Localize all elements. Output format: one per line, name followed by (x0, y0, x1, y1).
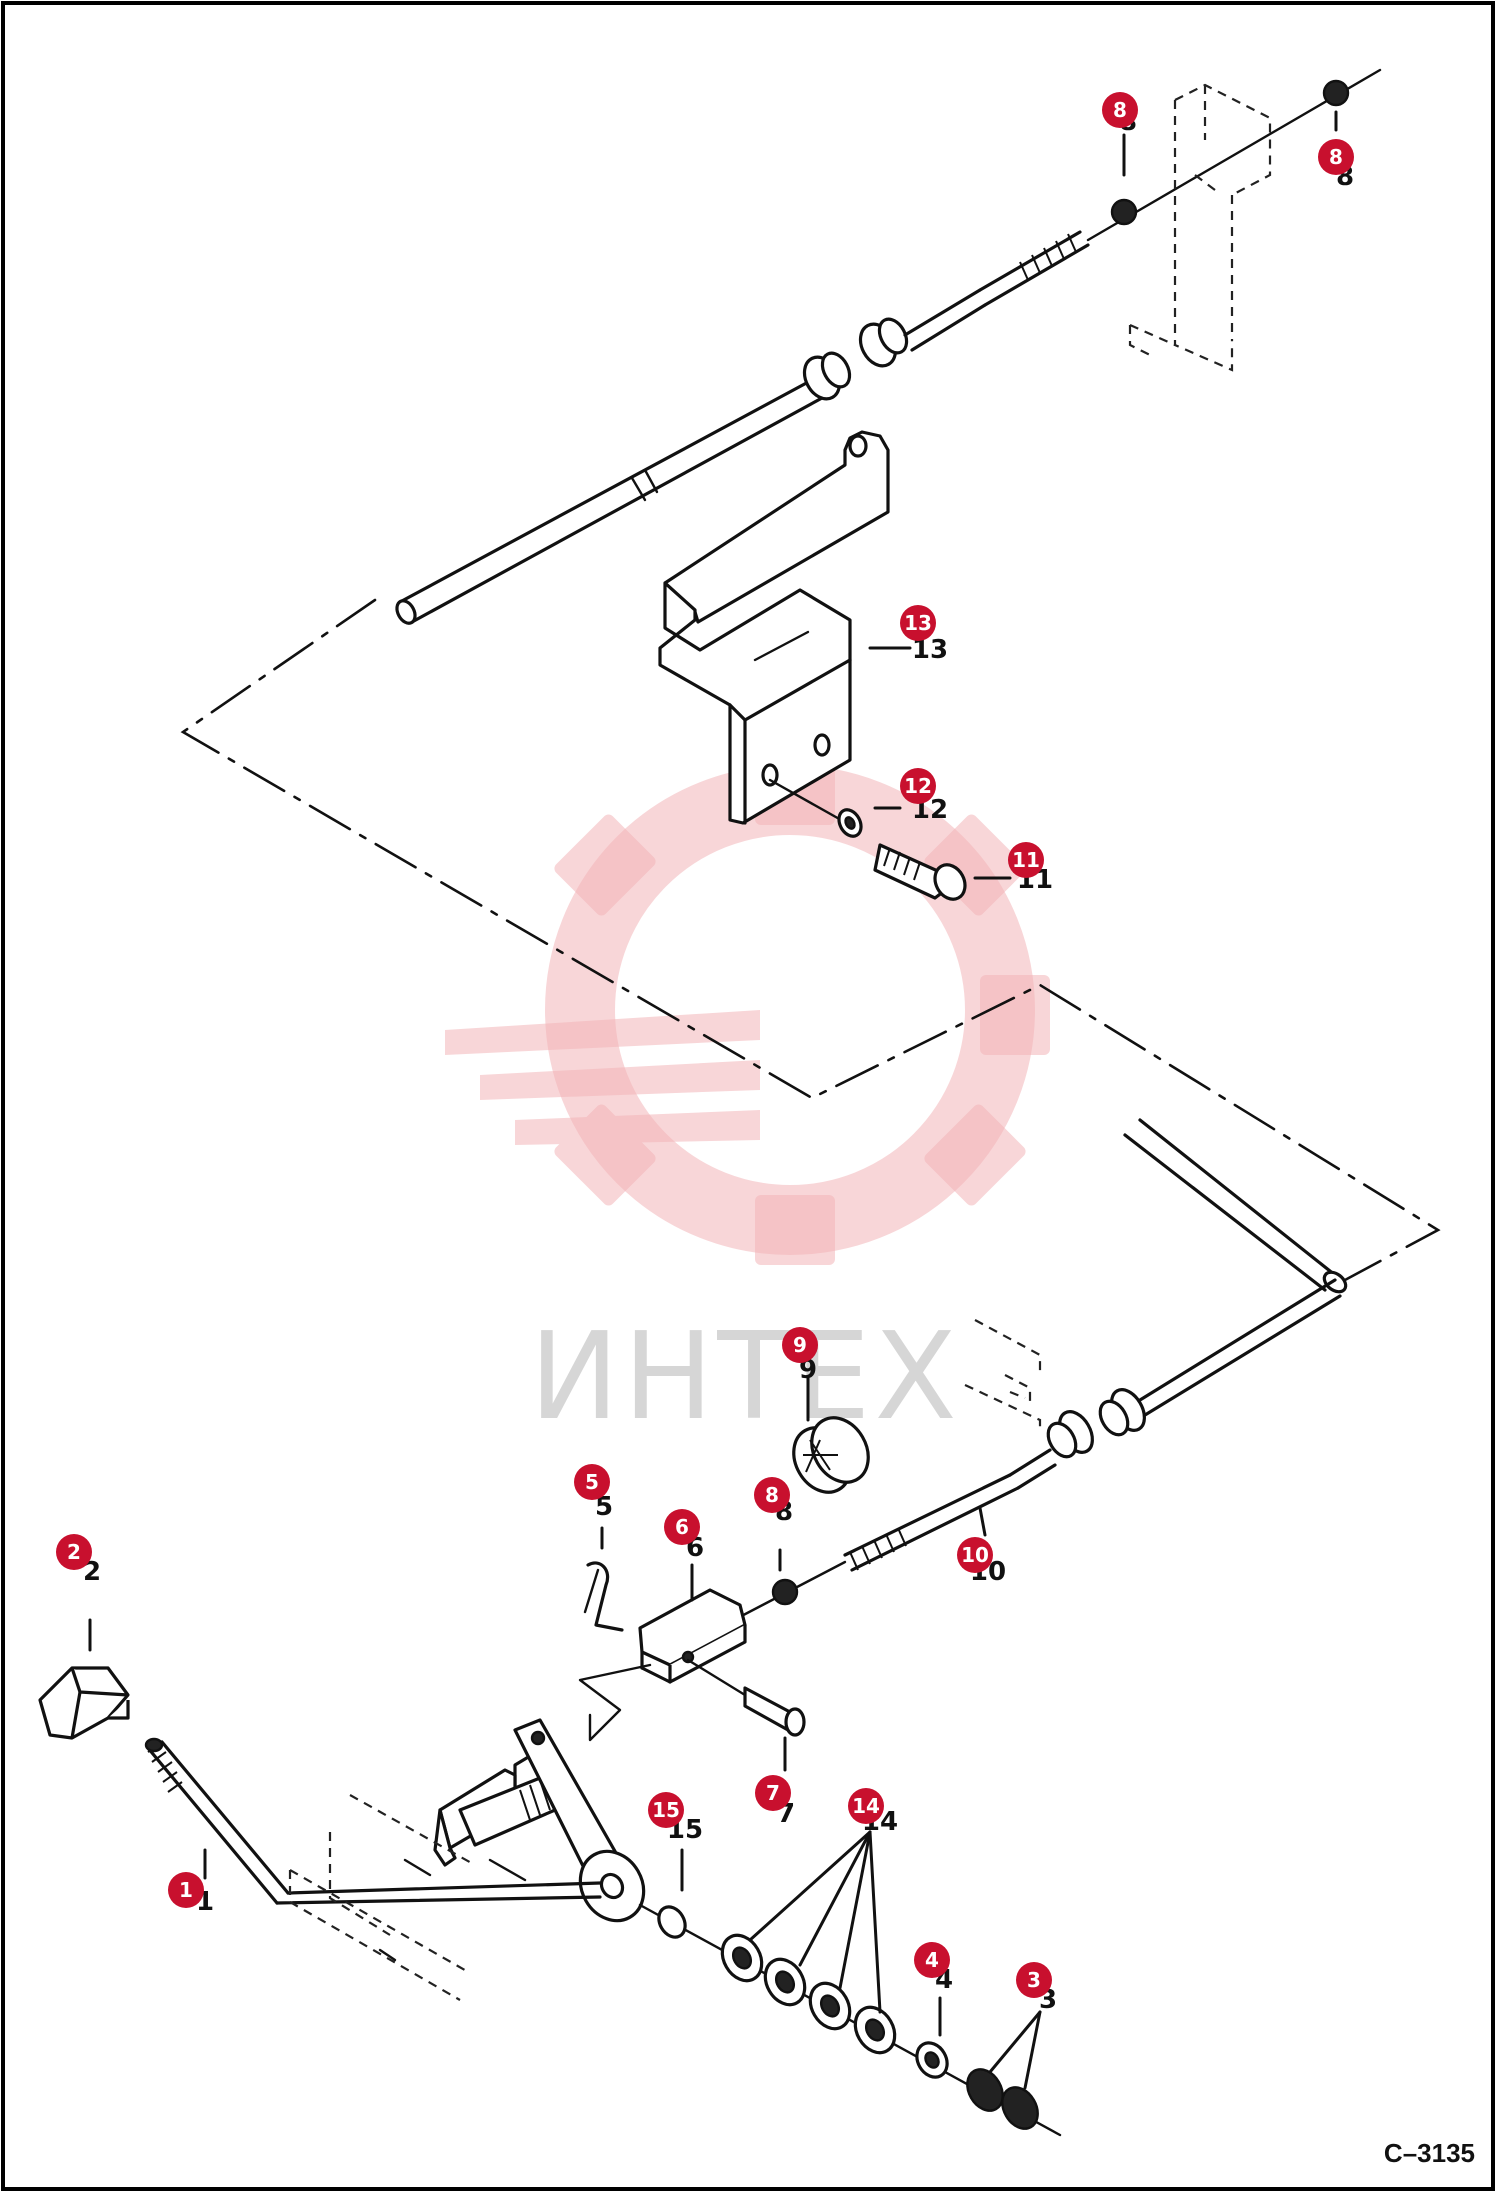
callout-marker-10[interactable]: 10 (957, 1537, 993, 1573)
callout-marker-8a[interactable]: 8 (1102, 92, 1138, 128)
svg-text:10: 10 (961, 1543, 989, 1567)
callout-marker-4[interactable]: 4 (914, 1942, 950, 1978)
svg-text:13: 13 (904, 611, 932, 635)
upper-mounting-bracket (658, 430, 890, 825)
upper-cable-nuts (802, 317, 909, 401)
callout-marker-12[interactable]: 12 (900, 768, 936, 804)
clevis (638, 1588, 747, 1684)
lower-ghost-bracket (964, 1319, 1042, 1430)
watermark-logo (445, 755, 1050, 1265)
lower-ghost-console (288, 1794, 527, 2001)
svg-text:2: 2 (67, 1540, 81, 1564)
watermark-text: ИНТЕХ (529, 1308, 960, 1447)
shift-knob (38, 1666, 130, 1740)
callout-marker-7[interactable]: 7 (755, 1775, 791, 1811)
part-number-2: 2 (83, 1557, 101, 1587)
lower-cable-sleeve (1123, 1118, 1348, 1294)
callout-marker-5[interactable]: 5 (574, 1464, 610, 1500)
lower-nut (771, 1578, 799, 1606)
svg-text:4: 4 (925, 1948, 939, 1972)
svg-text:8: 8 (1329, 145, 1343, 169)
drawing-code: C–3135 (1384, 2138, 1475, 2168)
svg-text:12: 12 (904, 774, 932, 798)
svg-text:7: 7 (766, 1781, 780, 1805)
svg-text:5: 5 (585, 1470, 599, 1494)
callout-marker-1[interactable]: 1 (168, 1872, 204, 1908)
svg-text:8: 8 (1113, 98, 1127, 122)
shift-lever (144, 1737, 602, 1905)
knob-nut (792, 1416, 870, 1494)
part-number-5: 5 (595, 1492, 613, 1522)
upper-assembly-outline (180, 598, 1441, 1282)
callout-marker-6[interactable]: 6 (664, 1509, 700, 1545)
svg-text:8: 8 (765, 1483, 779, 1507)
cotter-pin (586, 1561, 624, 1632)
clevis-pin (686, 1658, 806, 1737)
callout-marker-8c[interactable]: 8 (754, 1477, 790, 1513)
svg-text:11: 11 (1012, 848, 1040, 872)
callout-marker-11[interactable]: 11 (1008, 842, 1044, 878)
washers (720, 1933, 897, 2055)
svg-text:6: 6 (675, 1515, 689, 1539)
svg-text:3: 3 (1027, 1968, 1041, 1992)
upper-ghost-bracket (1128, 83, 1272, 372)
callout-marker-15[interactable]: 15 (648, 1792, 684, 1828)
callout-markers: 8 8 13 12 11 9 10 8 (56, 92, 1354, 1998)
jam-nuts (966, 2068, 1039, 2130)
callout-marker-3[interactable]: 3 (1016, 1962, 1052, 1998)
callout-marker-8b[interactable]: 8 (1318, 139, 1354, 175)
bushing (657, 1905, 687, 1939)
svg-text:1: 1 (179, 1878, 193, 1902)
callout-marker-14[interactable]: 14 (848, 1788, 884, 1824)
linkage-arm (433, 1663, 652, 1923)
lower-cable-nuts (1046, 1278, 1342, 1459)
upper-cable-sleeve (395, 378, 824, 625)
callout-marker-9[interactable]: 9 (782, 1327, 818, 1363)
upper-nut-inner (1110, 198, 1138, 226)
svg-text:9: 9 (793, 1333, 807, 1357)
svg-text:15: 15 (652, 1798, 680, 1822)
callout-marker-13[interactable]: 13 (900, 605, 936, 641)
upper-nut-outer (1322, 79, 1350, 107)
callout-marker-2[interactable]: 2 (56, 1534, 92, 1570)
bolt-and-washer (768, 778, 967, 901)
leader-lines (88, 110, 1338, 2090)
svg-text:14: 14 (852, 1794, 880, 1818)
